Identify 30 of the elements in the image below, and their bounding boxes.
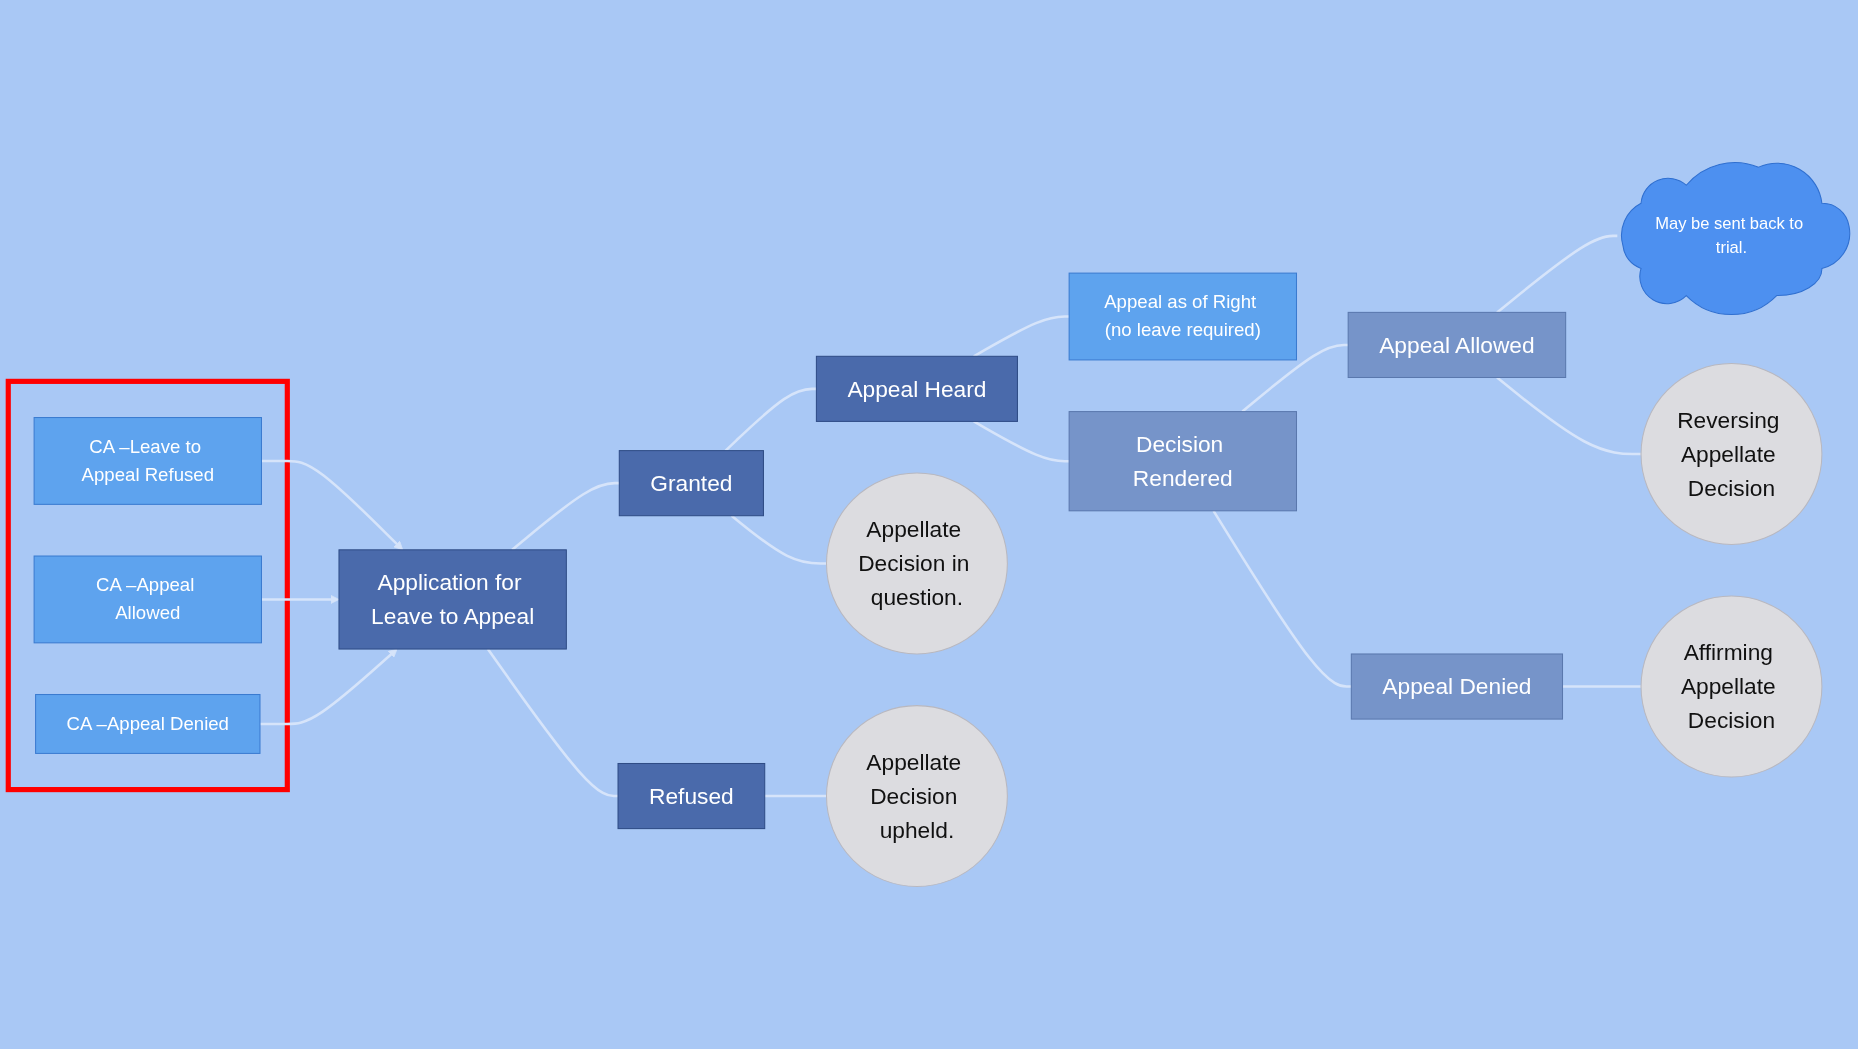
node-box: Appeal Allowed: [1347, 311, 1567, 378]
arrow: [261, 459, 404, 551]
node-box: CA –Appeal Allowed: [33, 555, 262, 644]
node-box: CA –Appeal Denied: [35, 694, 261, 754]
arrow: [260, 648, 398, 726]
node-box: Appeal Denied: [1350, 653, 1564, 720]
connector: [1562, 685, 1642, 688]
connector: [724, 387, 817, 452]
connector: [511, 481, 620, 551]
connector: [1212, 510, 1352, 688]
node-box: Refused: [617, 763, 766, 830]
node-box: Granted: [618, 450, 764, 517]
node-box: Decision Rendered: [1068, 411, 1297, 512]
connector: [730, 514, 827, 565]
cluster: [5, 378, 290, 793]
node-circle: Reversing Appellate Decision: [1640, 363, 1823, 545]
node-circle: Appellate Decision upheld.: [826, 705, 1008, 887]
connector: [1496, 376, 1642, 456]
node-box: Appeal Heard: [815, 355, 1018, 422]
node-box: CA –Leave to Appeal Refused: [33, 417, 262, 505]
connector: [973, 420, 1070, 463]
connector: [764, 794, 827, 798]
connector: [1241, 343, 1349, 413]
connector: [973, 315, 1070, 358]
node-box: Appeal as of Right (no leave required): [1068, 272, 1297, 361]
node-box: Application for Leave to Appeal: [338, 549, 567, 650]
connector: [1496, 234, 1618, 314]
connector: [486, 648, 618, 798]
node-circle: Appellate Decision in question.: [826, 472, 1008, 655]
node-circle: Affirming Appellate Decision: [1640, 595, 1823, 778]
